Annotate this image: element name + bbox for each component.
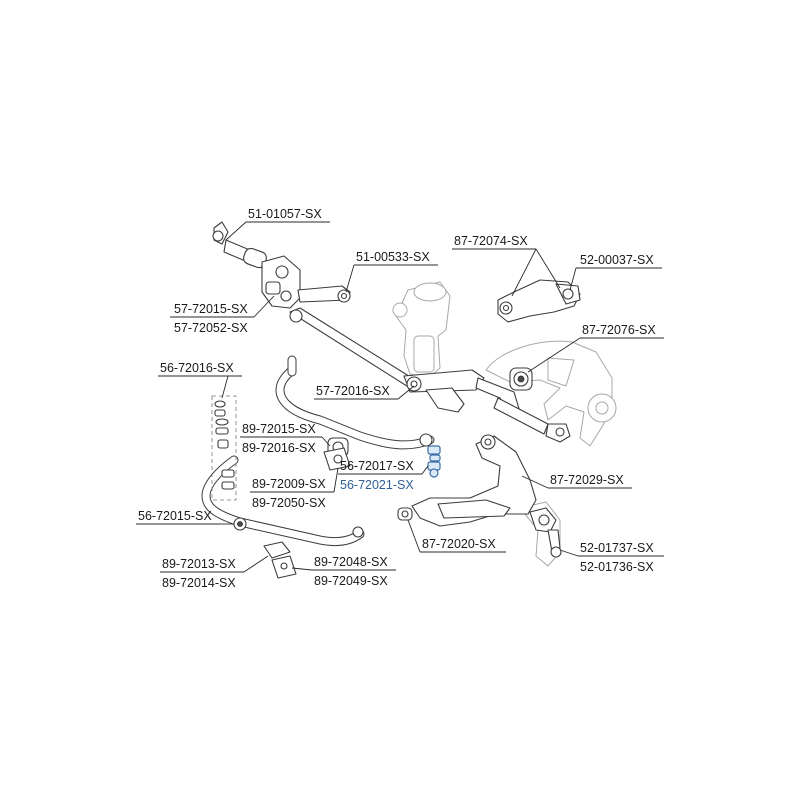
- callout-89-72048: 89-72048-SX: [314, 555, 388, 569]
- upper-arm-bushing: [509, 367, 533, 391]
- callout-87-72029: 87-72029-SX: [550, 473, 624, 487]
- end-link-stack-kit: [211, 395, 237, 501]
- sway-bar-end-eye: [352, 526, 364, 538]
- lower-ball-joint: [529, 507, 562, 558]
- callout-56-72015: 56-72015-SX: [138, 509, 212, 523]
- callout-57-72052: 57-72052-SX: [174, 321, 248, 335]
- callout-52-01736: 52-01736-SX: [580, 560, 654, 574]
- callout-89-72014: 89-72014-SX: [162, 576, 236, 590]
- callout-89-72009: 89-72009-SX: [252, 477, 326, 491]
- sway-bar-clamp: [263, 541, 297, 579]
- center-link: [289, 307, 521, 415]
- callout-52-01737: 52-01737-SX: [580, 541, 654, 555]
- sway-bar-bracket: [323, 447, 351, 471]
- sway-bar-end-link: [419, 433, 441, 478]
- sway-bar: [201, 355, 435, 547]
- steering-gear-box: [392, 281, 451, 379]
- callout-89-72049: 89-72049-SX: [314, 574, 388, 588]
- tie-rod-inner: [297, 285, 351, 303]
- callout-51-00533: 51-00533-SX: [356, 250, 430, 264]
- callout-87-72074: 87-72074-SX: [454, 234, 528, 248]
- tie-rod-end-outer: [212, 221, 267, 269]
- callout-57-72015: 57-72015-SX: [174, 302, 248, 316]
- callout-51-01057: 51-01057-SX: [248, 207, 322, 221]
- callout-89-72050: 89-72050-SX: [252, 496, 326, 510]
- callout-89-72013: 89-72013-SX: [162, 557, 236, 571]
- callout-56-72016-kit: 56-72016-SX: [160, 361, 234, 375]
- tie-rod-right: [493, 397, 571, 443]
- callout-87-72020: 87-72020-SX: [422, 537, 496, 551]
- callout-57-72016: 57-72016-SX: [316, 384, 390, 398]
- lower-control-arm: [397, 434, 537, 527]
- idler-arm-assembly: [261, 255, 301, 309]
- leader-lines: [136, 221, 664, 573]
- callout-52-00037: 52-00037-SX: [580, 253, 654, 267]
- callout-labels: 51-01057-SX 51-00533-SX 57-72015-SX 57-7…: [138, 207, 656, 590]
- callout-89-72015: 89-72015-SX: [242, 422, 316, 436]
- callout-56-72021: 56-72021-SX: [340, 478, 414, 492]
- callout-89-72016: 89-72016-SX: [242, 441, 316, 455]
- upper-control-arm: [497, 279, 581, 323]
- callout-56-72017: 56-72017-SX: [340, 459, 414, 473]
- callout-87-72076: 87-72076-SX: [582, 323, 656, 337]
- sway-bar-link-bushing: [233, 517, 247, 531]
